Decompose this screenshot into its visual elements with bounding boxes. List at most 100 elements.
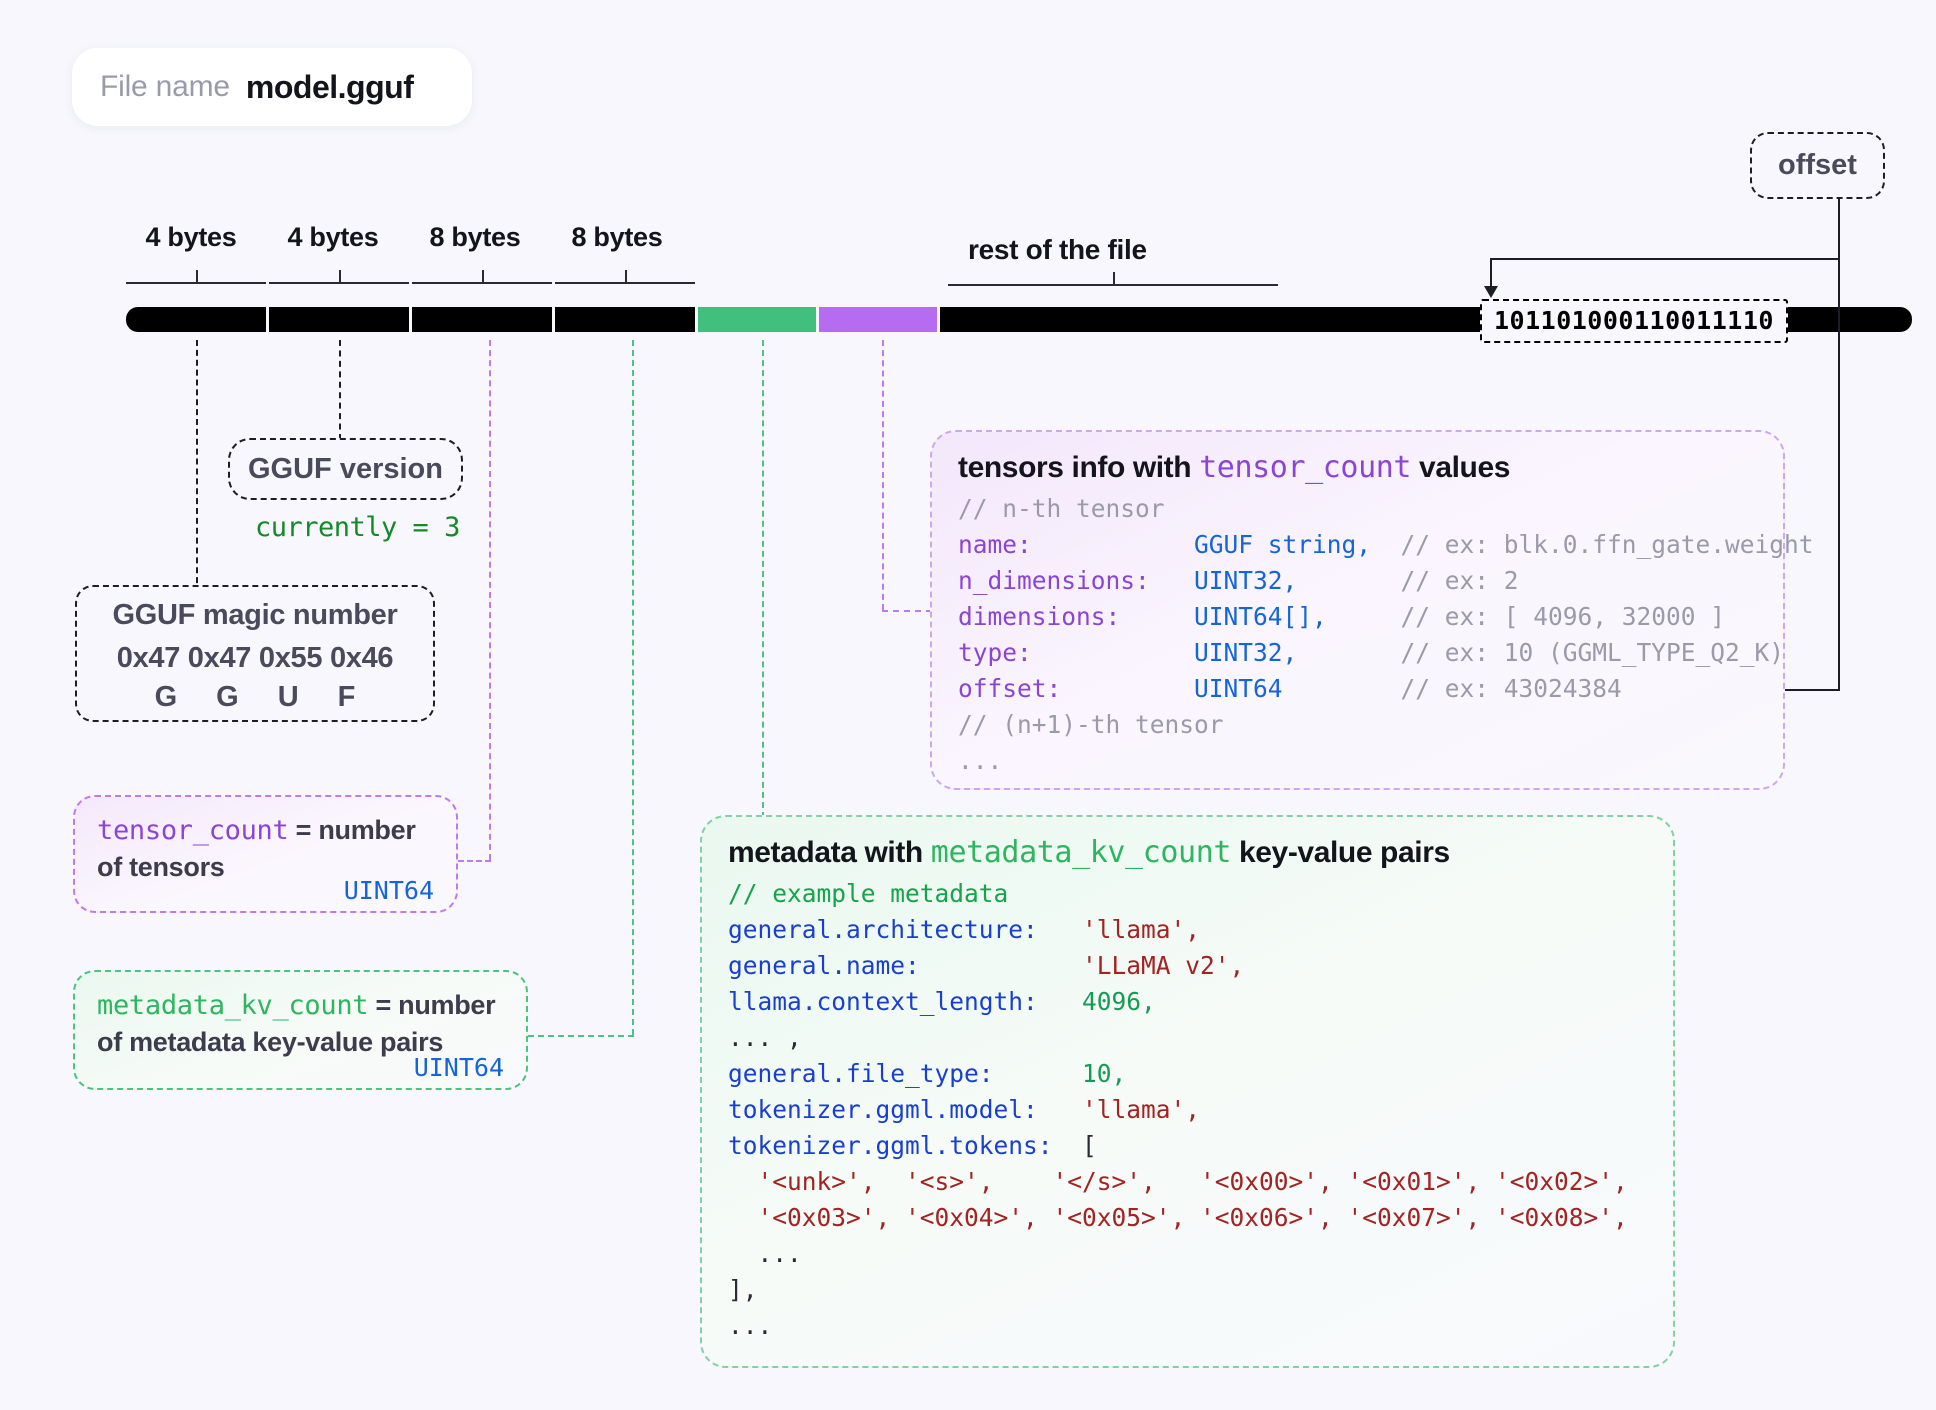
byte-label-2: 8 bytes	[429, 222, 521, 252]
tensors-code-line: n_dimensions: UINT32, // ex: 2	[958, 563, 1757, 599]
metadata-kv-count-callout: metadata_kv_count = number of metadata k…	[73, 970, 528, 1090]
tensor-count-callout: tensor_count = number of tensors UINT64	[73, 795, 458, 913]
offset-connector-horizontal-top	[1490, 258, 1840, 260]
metadata-title-post: key-value pairs	[1231, 836, 1450, 869]
metadata-token-list: '<0x03>', '<0x04>', '<0x05>', '<0x06>', …	[728, 1203, 1628, 1232]
metadata-key: general.file_type:	[728, 1059, 1083, 1088]
tensors-title-pre: tensors info with	[958, 451, 1200, 484]
tensors-code-line: // n-th tensor	[958, 491, 1757, 527]
offset-connector-arrow-down	[1484, 286, 1498, 298]
tensors-code-line: // (n+1)-th tensor	[958, 707, 1757, 743]
metadata-plain-line: ...	[728, 1311, 773, 1340]
file-name-value: model.gguf	[245, 68, 414, 105]
metadata-key: llama.context_length:	[728, 987, 1083, 1016]
metadata-value: 'llama',	[1082, 915, 1201, 944]
tensors-info-title: tensors info with tensor_count values	[958, 450, 1757, 485]
binary-sample-chip: 101101000110011110	[1480, 299, 1788, 343]
metadata-title-pre: metadata with	[728, 836, 931, 869]
tensor-field-comment: // ex: [ 4096, 32000 ]	[1400, 602, 1726, 631]
metadata-kv-count-token: metadata_kv_count	[97, 990, 369, 1021]
tensor-field-comment: // ex: 10 (GGML_TYPE_Q2_K)	[1400, 638, 1785, 667]
gguf-version-note: currently = 3	[255, 512, 460, 543]
metadata-plain-line: ],	[728, 1275, 758, 1304]
bar-segment-magic	[126, 307, 266, 332]
connector-tensor-count-vertical	[489, 340, 491, 860]
connector-tensors-panel-vertical	[882, 340, 884, 610]
byte-label-3: 8 bytes	[571, 222, 663, 252]
tensors-title-post: values	[1411, 451, 1511, 484]
metadata-code-line: general.file_type: 10,	[728, 1056, 1647, 1092]
metadata-code-line: general.name: 'LLaMA v2',	[728, 948, 1647, 984]
bar-segment-metadata-count	[555, 307, 695, 332]
tensor-field-type: GGUF string,	[1194, 530, 1401, 559]
tensor-count-line-2: of tensors	[97, 852, 225, 882]
offset-connector-vertical-left	[1490, 258, 1492, 288]
tensor-count-type: UINT64	[343, 876, 434, 905]
metadata-code-line: ...	[728, 1236, 1647, 1272]
tensor-comment-line: ...	[958, 746, 1003, 775]
metadata-code-line: tokenizer.ggml.model: 'llama',	[728, 1092, 1647, 1128]
file-name-label: File name	[100, 70, 230, 103]
metadata-code-line: '<unk>', '<s>', '</s>', '<0x00>', '<0x01…	[728, 1164, 1647, 1200]
metadata-kv-count-desc-head: = number	[368, 990, 496, 1020]
tensor-field-comment: // ex: 43024384	[1400, 674, 1622, 703]
bar-segment-metadata	[698, 307, 816, 332]
tensor-count-token: tensor_count	[97, 815, 289, 846]
metadata-code-line: llama.context_length: 4096,	[728, 984, 1647, 1020]
metadata-plain-line: ...	[728, 1239, 802, 1268]
file-name-badge: File name model.gguf	[72, 48, 472, 126]
rest-of-file-label: rest of the file	[968, 234, 1147, 265]
metadata-key: tokenizer.ggml.tokens:	[728, 1131, 1083, 1160]
metadata-title: metadata with metadata_kv_count key-valu…	[728, 835, 1647, 870]
magic-number-title: GGUF magic number	[112, 599, 398, 631]
byte-label-0: 4 bytes	[145, 222, 237, 252]
tensor-field-type: UINT64	[1194, 674, 1401, 703]
bar-segment-tensor-count	[412, 307, 552, 332]
connector-metadata-count-vertical	[632, 340, 634, 1035]
tensor-field-name: offset:	[958, 674, 1195, 703]
bar-segment-tensors-info	[819, 307, 937, 332]
metadata-kv-count-line-1: metadata_kv_count = number	[97, 990, 504, 1021]
offset-callout: offset	[1750, 132, 1885, 199]
tensors-info-panel: tensors info with tensor_count values //…	[930, 430, 1814, 790]
offset-connector-vertical-right	[1838, 199, 1840, 689]
tensors-info-code: // n-th tensor name: GGUF string, // ex: …	[958, 491, 1814, 779]
connector-metadata-count-horizontal	[528, 1035, 634, 1037]
bar-segment-rest-right	[1772, 307, 1912, 332]
metadata-kv-count-line-2: of metadata key-value pairs	[97, 1027, 444, 1057]
tensor-count-desc-head: = number	[288, 815, 416, 845]
rest-of-file-tick	[948, 272, 1278, 298]
metadata-value: 'llama',	[1082, 1095, 1201, 1124]
metadata-value: 4096,	[1082, 987, 1156, 1016]
tensor-field-type: UINT32,	[1194, 638, 1401, 667]
byte-tick-1	[269, 270, 409, 296]
bar-segment-rest-left	[940, 307, 1480, 332]
tensors-code-line: name: GGUF string, // ex: blk.0.ffn_gate…	[958, 527, 1814, 563]
tensor-field-name: type:	[958, 638, 1195, 667]
byte-tick-3	[555, 270, 695, 296]
bar-segment-version	[269, 307, 409, 332]
tensor-comment-line: // (n+1)-th tensor	[958, 710, 1224, 739]
magic-number-chars: GGUF	[154, 681, 395, 713]
metadata-kv-count-type: UINT64	[413, 1053, 504, 1082]
gguf-version-label: GGUF version	[248, 452, 443, 485]
metadata-key: tokenizer.ggml.model:	[728, 1095, 1083, 1124]
tensor-field-comment: // ex: blk.0.ffn_gate.weight	[1400, 530, 1814, 559]
connector-tensors-panel-horizontal	[882, 610, 932, 612]
metadata-key: general.name:	[728, 951, 1083, 980]
tensor-field-comment: // ex: 2	[1400, 566, 1519, 595]
tensor-comment-line: // n-th tensor	[958, 494, 1165, 523]
connector-tensor-count-horizontal	[458, 860, 491, 862]
tensors-code-line: type: UINT32, // ex: 10 (GGML_TYPE_Q2_K)	[958, 635, 1784, 671]
gguf-magic-number-callout: GGUF magic number 0x47 0x47 0x55 0x46 GG…	[75, 585, 435, 722]
tensors-code-line: ...	[958, 743, 1757, 779]
magic-number-hex: 0x47 0x47 0x55 0x46	[116, 642, 394, 674]
metadata-code-line: ... ,	[728, 1020, 1647, 1056]
byte-label-1: 4 bytes	[287, 222, 379, 252]
tensors-code-line: dimensions: UINT64[], // ex: [ 4096, 320…	[958, 599, 1757, 635]
connector-metadata-panel-vertical	[762, 340, 764, 818]
tensors-code-line: offset: UINT64 // ex: 43024384	[958, 671, 1757, 707]
gguf-version-callout: GGUF version	[228, 438, 463, 500]
